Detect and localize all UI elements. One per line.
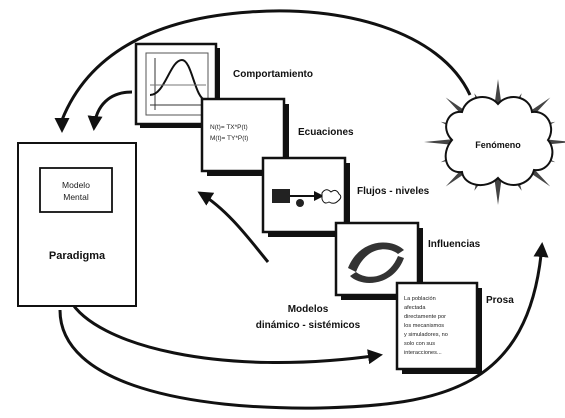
label-prosa: Prosa — [486, 295, 514, 306]
label-flujos: Flujos - niveles — [357, 186, 430, 197]
prosa-line-1: La población — [404, 296, 436, 302]
formula-1: N(t)= TX*P(t) — [210, 124, 248, 131]
prosa-line-5: y simuladores, no — [404, 332, 448, 338]
cloud-spike — [494, 175, 502, 205]
label-ecuaciones: Ecuaciones — [298, 127, 354, 138]
caption-line-1: Modelos — [288, 304, 329, 315]
caption-line-2: dinámico - sistémicos — [256, 320, 361, 331]
prosa-line-6: solo con sus — [404, 341, 435, 347]
loop-arrow-top — [54, 9, 472, 133]
label-comportamiento: Comportamiento — [233, 69, 313, 80]
card-comportamiento: Comportamiento — [134, 42, 313, 128]
cloud-shape — [444, 96, 554, 187]
card-prosa: La población afectada directamente por l… — [395, 281, 514, 374]
card-ecuaciones: N(t)= TX*P(t) M(t)= TY*P(t) Ecuaciones — [200, 97, 354, 176]
stock-box — [272, 189, 290, 203]
fenomeno-cloud: Fenómeno — [424, 79, 565, 205]
prosa-line-7: interacciones... — [404, 350, 442, 356]
arrow-modelos-up — [197, 191, 270, 263]
prosa-line-4: los mecanismos — [404, 323, 444, 329]
loop-arrow-bottom — [58, 242, 549, 410]
prosa-line-3: directamente por — [404, 314, 446, 320]
influence-arrows-icon — [348, 242, 404, 272]
modelo-mental-label-1: Modelo — [62, 180, 90, 190]
arrow-paradigma-to-prosa — [68, 299, 383, 365]
behavior-curve — [149, 58, 207, 101]
formula-2: M(t)= TY*P(t) — [210, 135, 248, 142]
cloud-sink-icon — [321, 189, 342, 204]
modelo-mental-label-2: Mental — [63, 192, 89, 202]
prosa-text-lines: La población afectada directamente por l… — [404, 296, 448, 356]
label-fenomeno: Fenómeno — [475, 140, 521, 150]
paradigma-label: Paradigma — [49, 250, 106, 262]
paradigma-box: Modelo Mental Paradigma — [17, 142, 137, 307]
valve-icon — [296, 199, 304, 207]
modelo-mental-box — [39, 167, 113, 213]
arrow-comportamiento-to-paradigma — [87, 90, 133, 131]
label-influencias: Influencias — [428, 239, 481, 250]
prosa-line-2: afectada — [404, 305, 426, 311]
